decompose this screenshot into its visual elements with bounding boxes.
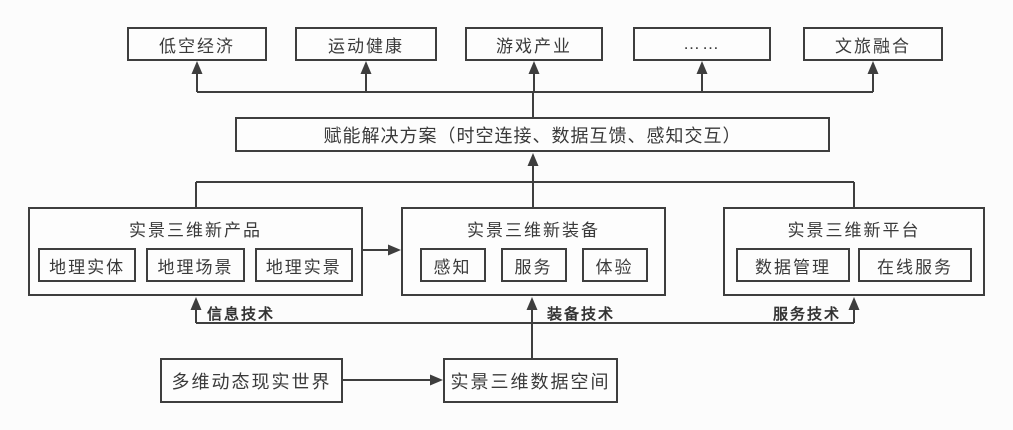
- top-box-game-industry: 游戏产业: [465, 27, 603, 61]
- bottom-box-label: 多维动态现实世界: [171, 371, 332, 392]
- top-box-low-altitude-economy: 低空经济: [127, 27, 267, 61]
- pillar-new-equipment: 实景三维新装备 感知 服务 体验: [401, 207, 666, 296]
- top-box-ellipsis: ……: [633, 27, 771, 61]
- sub-box-label: 数据管理: [755, 257, 831, 277]
- sub-box-label: 地理场景: [157, 257, 234, 277]
- pillar-items: 感知 服务 体验: [403, 248, 664, 294]
- pillar-items: 地理实体 地理场景 地理实景: [30, 248, 361, 294]
- top-box-culture-tourism: 文旅融合: [803, 27, 943, 61]
- arrowheads: [190, 61, 879, 386]
- top-box-label: 游戏产业: [496, 36, 572, 56]
- pillar-title: 实景三维新平台: [787, 221, 921, 240]
- tech-label-service: 服务技术: [773, 306, 842, 323]
- sub-box-label: 在线服务: [877, 257, 953, 277]
- top-box-label: 文旅融合: [835, 36, 911, 56]
- pillar-new-platform: 实景三维新平台 数据管理 在线服务: [723, 207, 985, 296]
- top-box-label: 运动健康: [328, 36, 404, 56]
- solution-box: 赋能解决方案（时空连接、数据互馈、感知交互）: [235, 117, 830, 152]
- sub-box-service: 服务: [500, 248, 567, 282]
- solution-label: 赋能解决方案（时空连接、数据互馈、感知交互）: [323, 125, 742, 146]
- pillar-items: 数据管理 在线服务: [725, 248, 983, 294]
- sub-box-perception: 感知: [419, 248, 486, 282]
- sub-box-experience: 体验: [581, 248, 648, 282]
- pillar-title: 实景三维新装备: [467, 221, 600, 240]
- sub-box-geo-entity: 地理实体: [38, 248, 137, 282]
- sub-box-online-service: 在线服务: [858, 248, 972, 282]
- sub-box-data-management: 数据管理: [736, 248, 850, 282]
- bottom-box-real-world: 多维动态现实世界: [160, 358, 343, 403]
- sub-box-label: 服务: [514, 257, 553, 277]
- sub-box-label: 地理实景: [265, 257, 342, 277]
- pillar-new-products: 实景三维新产品 地理实体 地理场景 地理实景: [28, 207, 363, 296]
- sub-box-label: 地理实体: [49, 257, 126, 277]
- top-box-sports-health: 运动健康: [295, 27, 437, 61]
- pillar-title: 实景三维新产品: [129, 221, 262, 240]
- top-box-label: 低空经济: [159, 36, 235, 56]
- sub-box-geo-reality: 地理实景: [254, 248, 353, 282]
- bottom-box-data-space: 实景三维数据空间: [443, 358, 618, 403]
- sub-box-geo-scene: 地理场景: [146, 248, 245, 282]
- sub-box-label: 感知: [433, 257, 472, 277]
- tech-label-information: 信息技术: [207, 306, 276, 323]
- bottom-box-label: 实景三维数据空间: [450, 371, 611, 392]
- tech-label-equipment: 装备技术: [547, 306, 616, 323]
- top-box-label: ……: [683, 34, 721, 53]
- sub-box-label: 体验: [595, 257, 634, 277]
